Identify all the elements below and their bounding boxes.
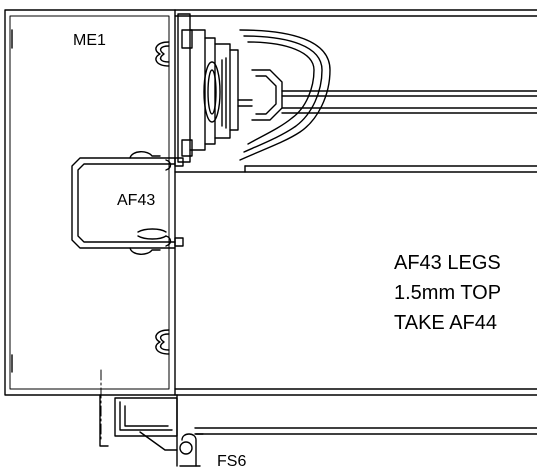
glass-pane xyxy=(281,90,537,114)
glazing-bead-assembly xyxy=(174,13,239,247)
label-af43: AF43 xyxy=(117,192,156,209)
transom-lines xyxy=(174,9,537,435)
label-fs6: FS6 xyxy=(217,453,247,470)
note-line-1: AF43 LEGS xyxy=(394,252,501,274)
gasket-profile xyxy=(237,29,331,161)
note-line-3: TAKE AF44 xyxy=(394,312,498,334)
annotation-note: AF43 LEGS 1.5mm TOP TAKE AF44 xyxy=(394,248,501,338)
note-line-2: 1.5mm TOP xyxy=(394,282,502,304)
fs6-profile xyxy=(99,394,204,467)
me1-frame-profile xyxy=(4,9,176,396)
af43-insert-profile xyxy=(71,151,176,255)
label-me1: ME1 xyxy=(73,32,106,49)
